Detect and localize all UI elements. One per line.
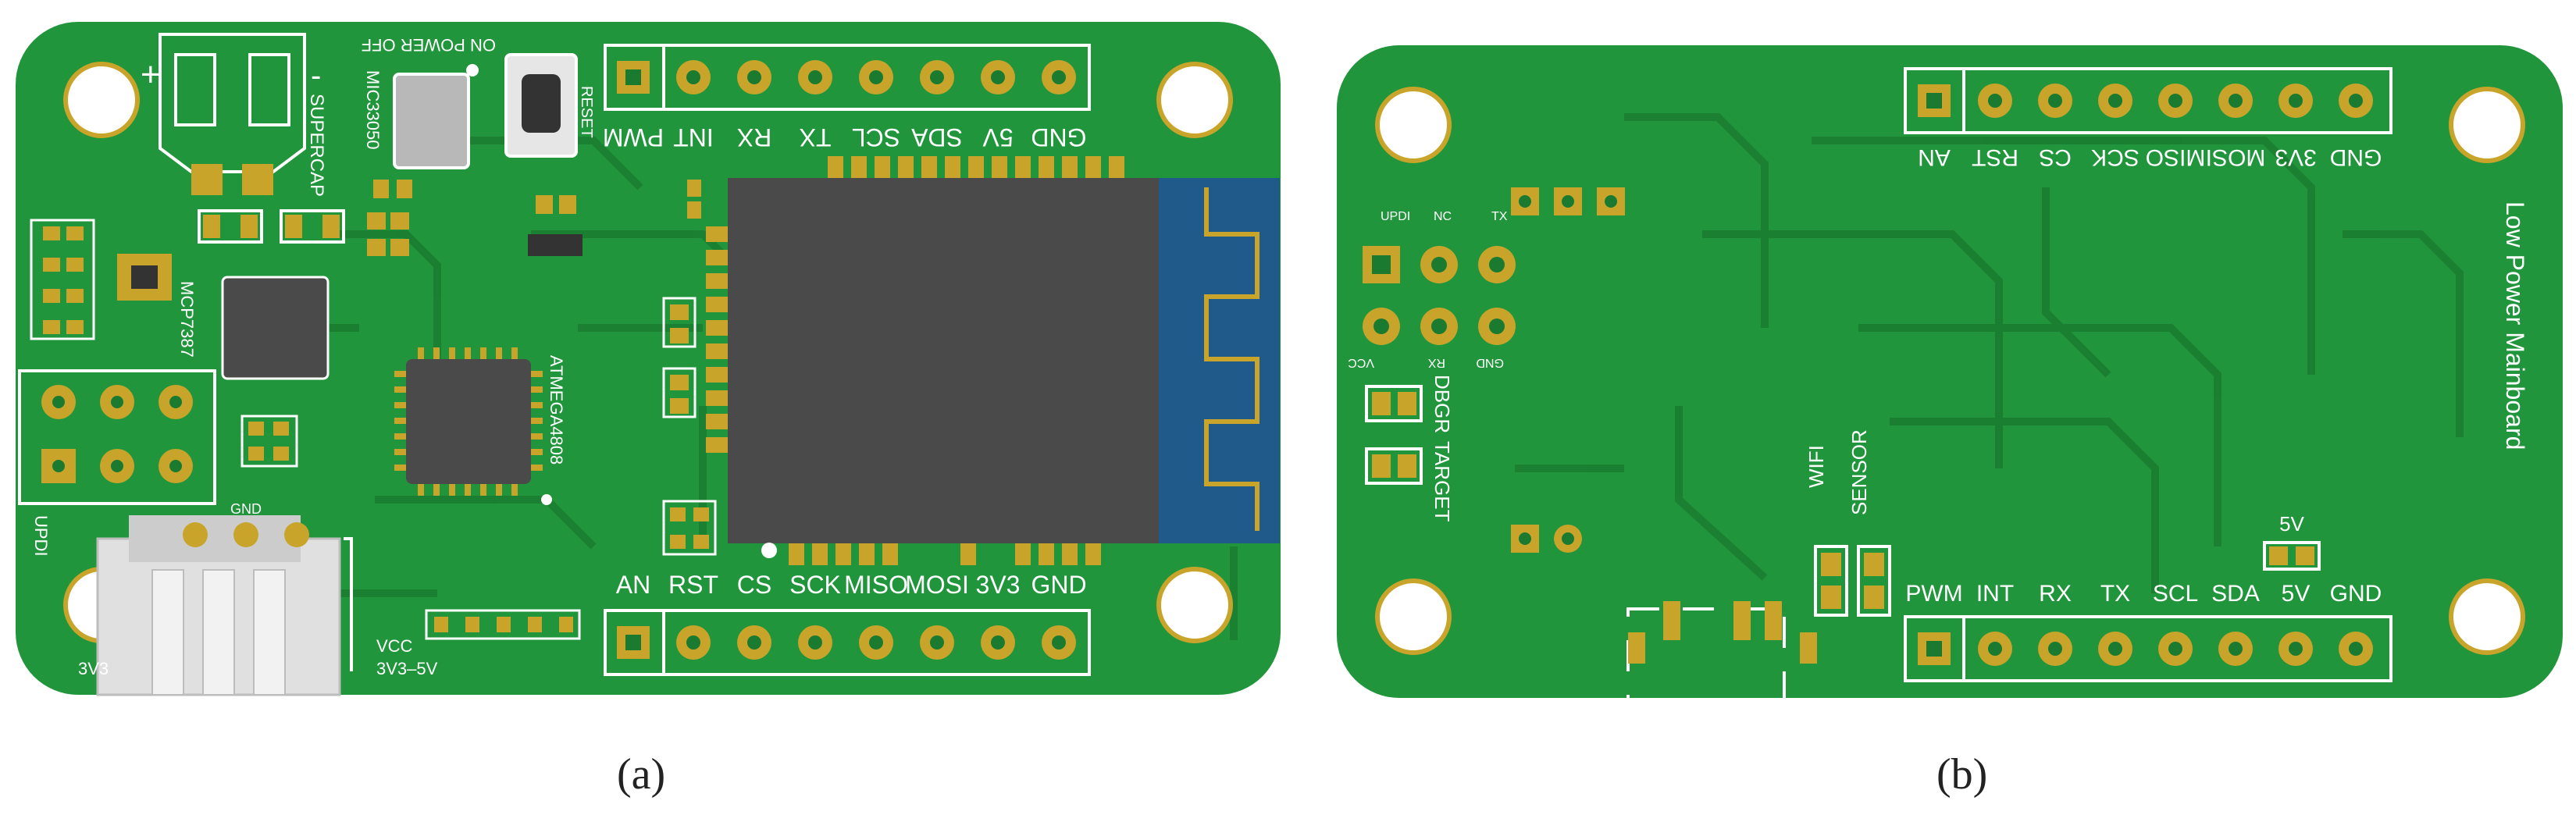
front-board: + - SUPERCAP MIC33050 ON POWER OFF RESET [16, 22, 1281, 696]
reset-label: RESET [578, 86, 595, 138]
front-top-pin-label: INT [673, 123, 714, 151]
supercap-outline: + - SUPERCAP [141, 33, 327, 197]
back-top-pin-label: MOSI [2206, 144, 2266, 170]
v5-jumper: 5V [2263, 512, 2321, 571]
dbgr-target-jumpers: DBGR TARGET [1365, 375, 1454, 522]
vcc-label: VCC [376, 636, 413, 656]
back-bottom-pin-label: GND [2330, 581, 2382, 607]
mcp7387-label: MCP7387 [177, 281, 197, 358]
reset-switch: RESET [504, 53, 595, 158]
wifi-sensor-jumpers: WIFI SENSOR [1805, 429, 1891, 617]
updi-label: UPDI [31, 515, 51, 557]
nc-label: NC [1434, 210, 1452, 223]
back-top-pin-label: 3V3 [2275, 144, 2316, 170]
target-label: TARGET [1431, 441, 1454, 522]
back-bottom-pin-label: SCL [2153, 581, 2198, 607]
front-top-pin-label: RX [737, 123, 771, 151]
mcp7387-chip: MCP7387 [117, 254, 330, 380]
board-title: Low Power Mainboard [2501, 201, 2529, 450]
mic33050-chip: MIC33050 [363, 64, 479, 169]
back-top-header-labels: AN RST CS SCK MISO MOSI 3V3 GND [1918, 144, 2382, 170]
back-board: AN RST CS SCK MISO MOSI 3V3 GND Low Powe… [1337, 45, 2563, 704]
debug-header: UPDI NC TX VCC RX GND [1348, 210, 1516, 369]
battery-connector: GND [96, 501, 353, 696]
back-bottom-header-labels: PWM INT RX TX SCL SDA 5V GND [1905, 581, 2382, 607]
back-top-pin-label: SCK [2091, 144, 2140, 170]
back-mounting-holes [1375, 87, 2525, 655]
back-bottom-pin-label: SDA [2211, 581, 2260, 607]
sensor-label: SENSOR [1847, 429, 1871, 515]
atmega4808-label: ATMEGA4808 [547, 355, 566, 464]
usb-footprint [1626, 601, 1817, 704]
front-top-pin-label: PWM [603, 123, 664, 151]
back-bottom-pin-label: TX [2100, 581, 2130, 607]
front-top-header-labels: PWM INT RX TX SCL SDA 5V GND [603, 123, 1087, 151]
front-bottom-pin-label: CS [737, 571, 771, 599]
back-bottom-pin-label: PWM [1905, 581, 1962, 607]
updi-back-label: UPDI [1381, 210, 1410, 223]
back-top-pin-label: MISO [2146, 144, 2206, 170]
front-bottom-pin-label: 3V3 [976, 571, 1021, 599]
dbgr-label: DBGR [1431, 375, 1454, 433]
front-bottom-header-labels: AN RST CS SCK MISO MOSI 3V3 GND [616, 571, 1087, 599]
front-top-pin-label: SCL [852, 123, 900, 151]
supercap-plus-label: + [141, 55, 161, 94]
supercap-label: SUPERCAP [306, 94, 327, 197]
front-bottom-pin-label: RST [668, 571, 718, 599]
front-bottom-pin-label: MOSI [905, 571, 969, 599]
back-top-pin-label: RST [1972, 144, 2018, 170]
front-passives [43, 180, 709, 632]
caption-a: (a) [617, 750, 666, 799]
gnd-connector-label: GND [230, 501, 262, 517]
front-bottom-pin-label: SCK [789, 571, 841, 599]
wifi-module [706, 156, 1280, 565]
back-bottom-pin-label: INT [1976, 581, 2014, 607]
front-top-pin-label: SDA [910, 123, 962, 151]
voltage-range-label: 3V3–5V [376, 659, 438, 678]
front-top-header [604, 44, 1091, 111]
power-switch-label: ON POWER OFF [362, 35, 496, 55]
back-bottom-header [1904, 615, 2393, 682]
back-top-pin-label: GND [2330, 144, 2382, 170]
back-bottom-pin-label: 5V [2282, 581, 2311, 607]
front-bottom-pin-label: GND [1031, 571, 1086, 599]
back-top-pin-label: AN [1918, 144, 1951, 170]
v33-left-label: 3V3 [78, 659, 109, 678]
front-bottom-header [604, 609, 1091, 676]
caption-b: (b) [1936, 750, 1988, 799]
back-bottom-pin-label: RX [2039, 581, 2072, 607]
front-bottom-pin-label: MISO [844, 571, 908, 599]
front-top-pin-label: 5V [982, 123, 1014, 151]
gnd-back-label: GND [1476, 356, 1504, 369]
mic33050-label: MIC33050 [363, 70, 383, 150]
tx-back-label: TX [1491, 210, 1508, 223]
wifi-label: WIFI [1805, 445, 1828, 488]
back-pcb [1337, 45, 2563, 698]
updi-header: UPDI [18, 369, 216, 557]
back-top-pin-label: CS [2039, 144, 2072, 170]
vcc-back-label: VCC [1348, 356, 1374, 369]
supercap-minus-label: - [311, 59, 321, 93]
atmega4808-chip: ATMEGA4808 [394, 347, 566, 505]
front-bottom-pin-label: AN [616, 571, 650, 599]
front-top-pin-label: TX [800, 123, 832, 151]
back-top-header [1904, 67, 2393, 134]
rx-back-label: RX [1427, 356, 1445, 369]
v5-jumper-label: 5V [2279, 512, 2304, 536]
front-top-pin-label: GND [1031, 123, 1086, 151]
